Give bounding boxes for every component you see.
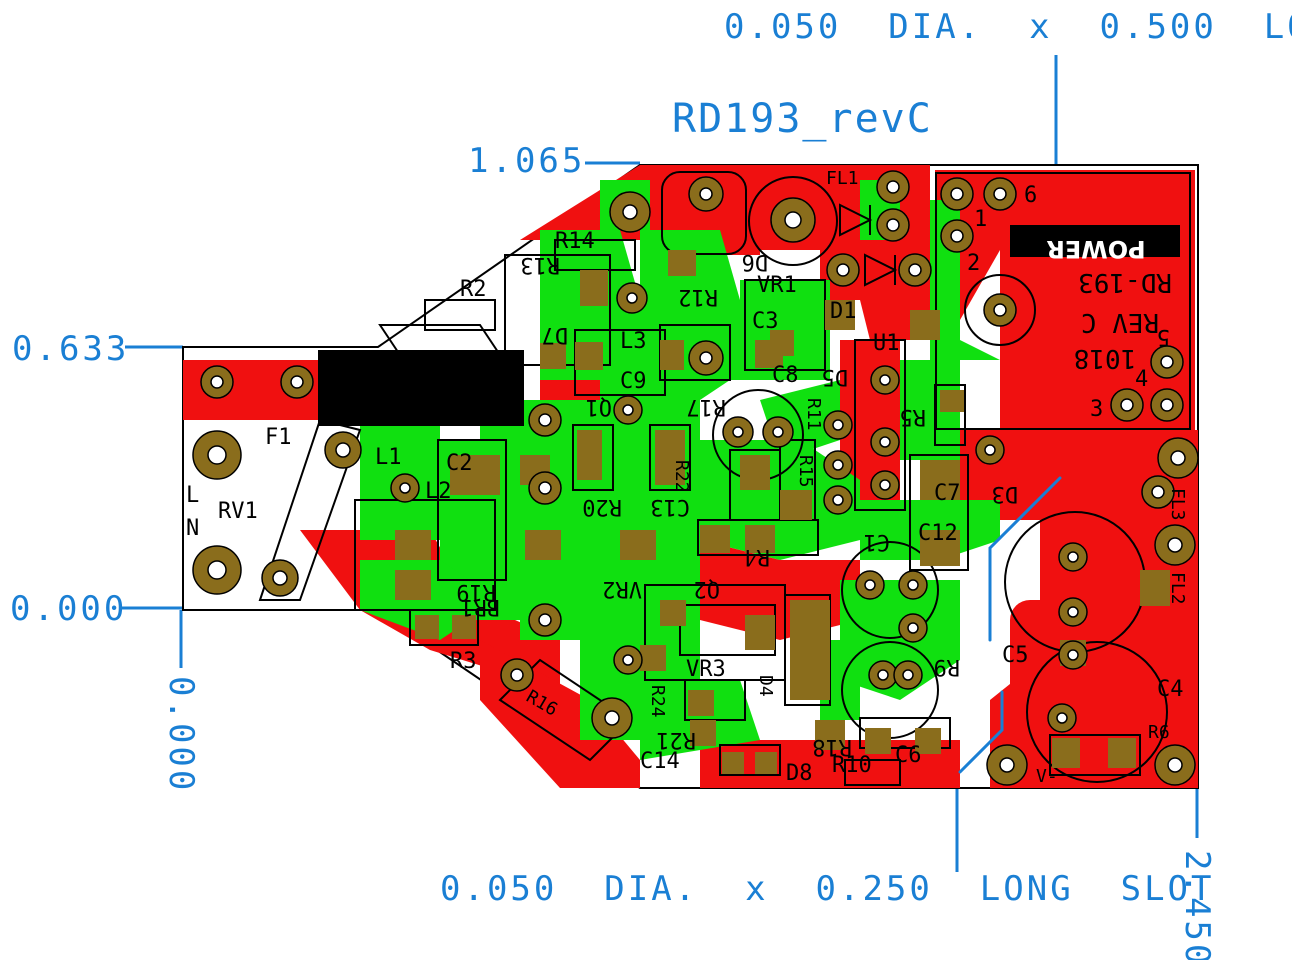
refdes-C3: C3 <box>752 309 779 334</box>
dimension-top-callout: 0.050 DIA. x 0.500 LONG <box>724 7 1292 47</box>
refdes-R11: R11 <box>803 398 824 431</box>
refdes-R10: R10 <box>832 753 872 778</box>
logo-line2: REV C <box>1081 307 1159 337</box>
refdes-R14: R14 <box>555 229 595 254</box>
refdes-D6: D6 <box>742 249 769 274</box>
refdes-C8: C8 <box>772 363 799 388</box>
refdes-C4: C4 <box>1157 677 1184 702</box>
refdes-L3: L3 <box>620 329 647 354</box>
component-pads <box>395 250 1170 774</box>
fuse-body <box>318 350 524 426</box>
refdes-VR3: VR3 <box>686 657 726 682</box>
refdes-R22: R22 <box>671 460 692 493</box>
refdes-C5: C5 <box>1002 643 1029 668</box>
logo-brand: POWER <box>1046 235 1145 263</box>
logo-line3: 1018 <box>1074 343 1137 373</box>
refdes-RV1: RV1 <box>218 499 258 524</box>
refdes-Q2: Q2 <box>694 576 721 601</box>
refdes-BR1: BR1 <box>460 594 500 619</box>
board-title: RD193_revC <box>672 96 933 142</box>
refdes-Q1: Q1 <box>586 394 613 419</box>
through-hole-pads <box>192 170 1199 786</box>
refdes-L: L <box>186 483 199 508</box>
refdes-N: N <box>186 516 199 541</box>
refdes-R4: R4 <box>744 544 771 569</box>
pin-6: 6 <box>1024 183 1037 208</box>
refdes-L1: L1 <box>375 445 402 470</box>
refdes-R17: R17 <box>686 394 726 419</box>
pin-5: 5 <box>1157 324 1170 349</box>
refdes-C9: C9 <box>620 369 647 394</box>
logo-sub: INTEGRATIONS <box>1062 225 1129 235</box>
power-integrations-logo: POWER INTEGRATIONS RD-193 REV C 1018 <box>1010 225 1180 373</box>
refdes-C2: C2 <box>446 451 473 476</box>
diode-symbols <box>839 203 898 287</box>
logo-line1: RD-193 <box>1078 267 1172 297</box>
refdes-FL2: FL2 <box>1167 572 1188 605</box>
refdes-U1: U1 <box>873 331 900 356</box>
dimension-y-zero: 0.000 <box>10 589 127 629</box>
pin-numbers: 6 1 2 5 4 3 <box>967 183 1170 422</box>
pin-2: 2 <box>967 251 980 276</box>
refdes-R13: R13 <box>520 252 560 277</box>
pin-3: 3 <box>1090 397 1103 422</box>
refdes-R18: R18 <box>812 734 852 759</box>
refdes-R5: R5 <box>900 404 927 429</box>
refdes-R6: R6 <box>1148 722 1170 743</box>
refdes-L2: L2 <box>425 479 452 504</box>
refdes-C12: C12 <box>918 521 958 546</box>
refdes-C7: C7 <box>934 481 961 506</box>
refdes-R24: R24 <box>647 685 668 718</box>
dimension-x-right: 2.450 <box>1177 850 1217 960</box>
refdes-D7: D7 <box>542 322 569 347</box>
refdes-D1: D1 <box>830 299 857 324</box>
refdes-FL1: FL1 <box>826 168 859 189</box>
refdes-C6: C6 <box>895 743 922 768</box>
refdes-FL3: FL3 <box>1167 488 1188 521</box>
dimension-x-zero: 0.000 <box>161 676 201 793</box>
refdes-R3: R3 <box>450 649 477 674</box>
refdes-R12: R12 <box>678 284 718 309</box>
refdes-VR1: VR1 <box>757 273 797 298</box>
mounting-slots <box>958 476 1062 774</box>
refdes-C14: C14 <box>640 749 680 774</box>
refdes-F1: F1 <box>265 425 292 450</box>
refdes-D4: D4 <box>755 675 776 697</box>
refdes-R2: R2 <box>460 277 487 302</box>
refdes-C13: C13 <box>650 494 690 519</box>
refdes-D5: D5 <box>822 364 849 389</box>
refdes-VR2: VR2 <box>602 576 642 601</box>
refdes-R9: R9 <box>934 654 961 679</box>
refdes-D3: D3 <box>992 481 1019 506</box>
dimension-y-mid: 0.633 <box>12 329 129 369</box>
dimension-bottom-callout: 0.050 DIA. x 0.250 LONG SLOT <box>440 869 1215 909</box>
refdes-R21: R21 <box>656 727 696 752</box>
refdes-V-: V- <box>1036 766 1058 787</box>
pin-4: 4 <box>1135 367 1148 392</box>
refdes-C1: C1 <box>864 529 891 554</box>
pin-1: 1 <box>974 207 987 232</box>
refdes-D8: D8 <box>786 761 813 786</box>
refdes-R15: R15 <box>795 455 816 488</box>
refdes-R20: R20 <box>582 494 622 519</box>
refdes-R19: R19 <box>456 579 496 604</box>
dimension-y-top: 1.065 <box>468 141 585 181</box>
